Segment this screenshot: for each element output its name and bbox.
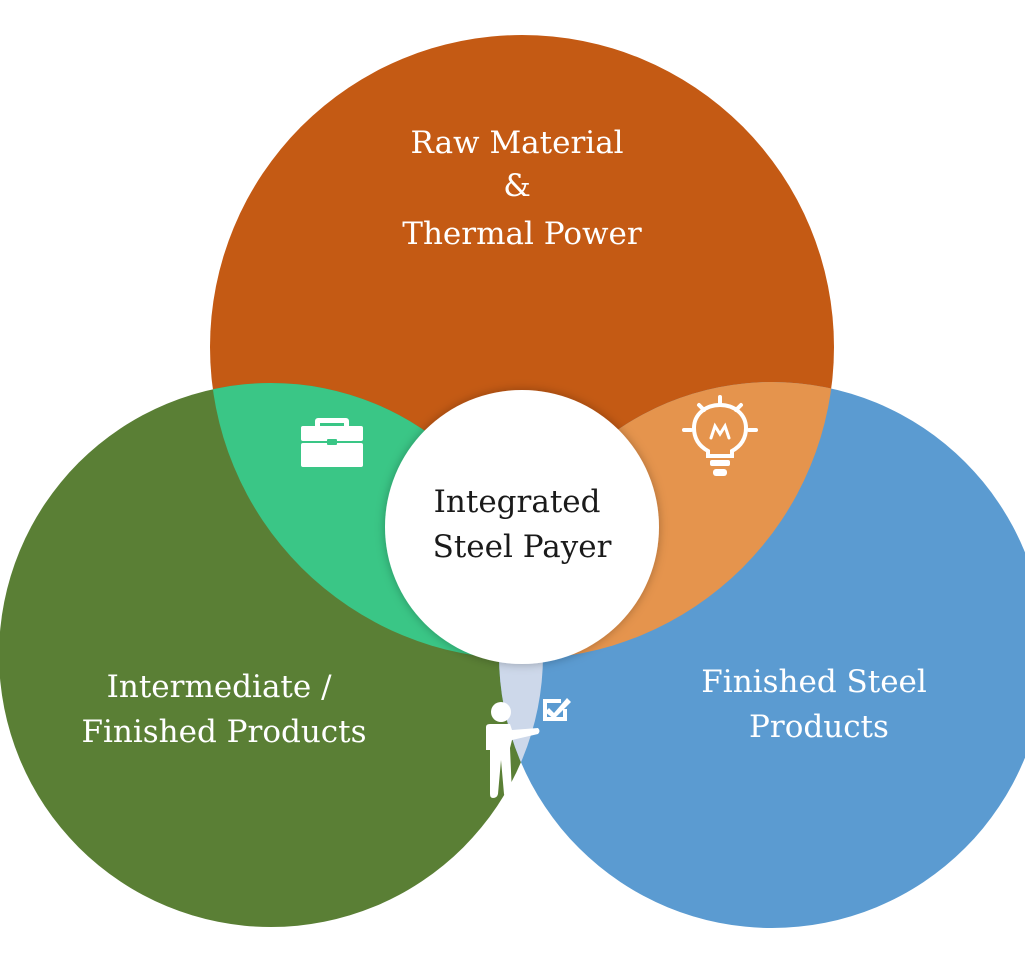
raw-material-label: Raw Material & Thermal Power xyxy=(402,125,642,252)
finished-steel-label: Finished Steel Products xyxy=(701,664,936,745)
lightbulb-icon xyxy=(682,395,758,476)
center-label: Integrated Steel Payer xyxy=(433,484,612,565)
presenter-checklist-icon xyxy=(486,698,571,798)
briefcase-icon xyxy=(301,418,363,467)
center-circle xyxy=(385,390,659,664)
intermediate-products-label: Intermediate / Finished Products xyxy=(81,669,366,750)
